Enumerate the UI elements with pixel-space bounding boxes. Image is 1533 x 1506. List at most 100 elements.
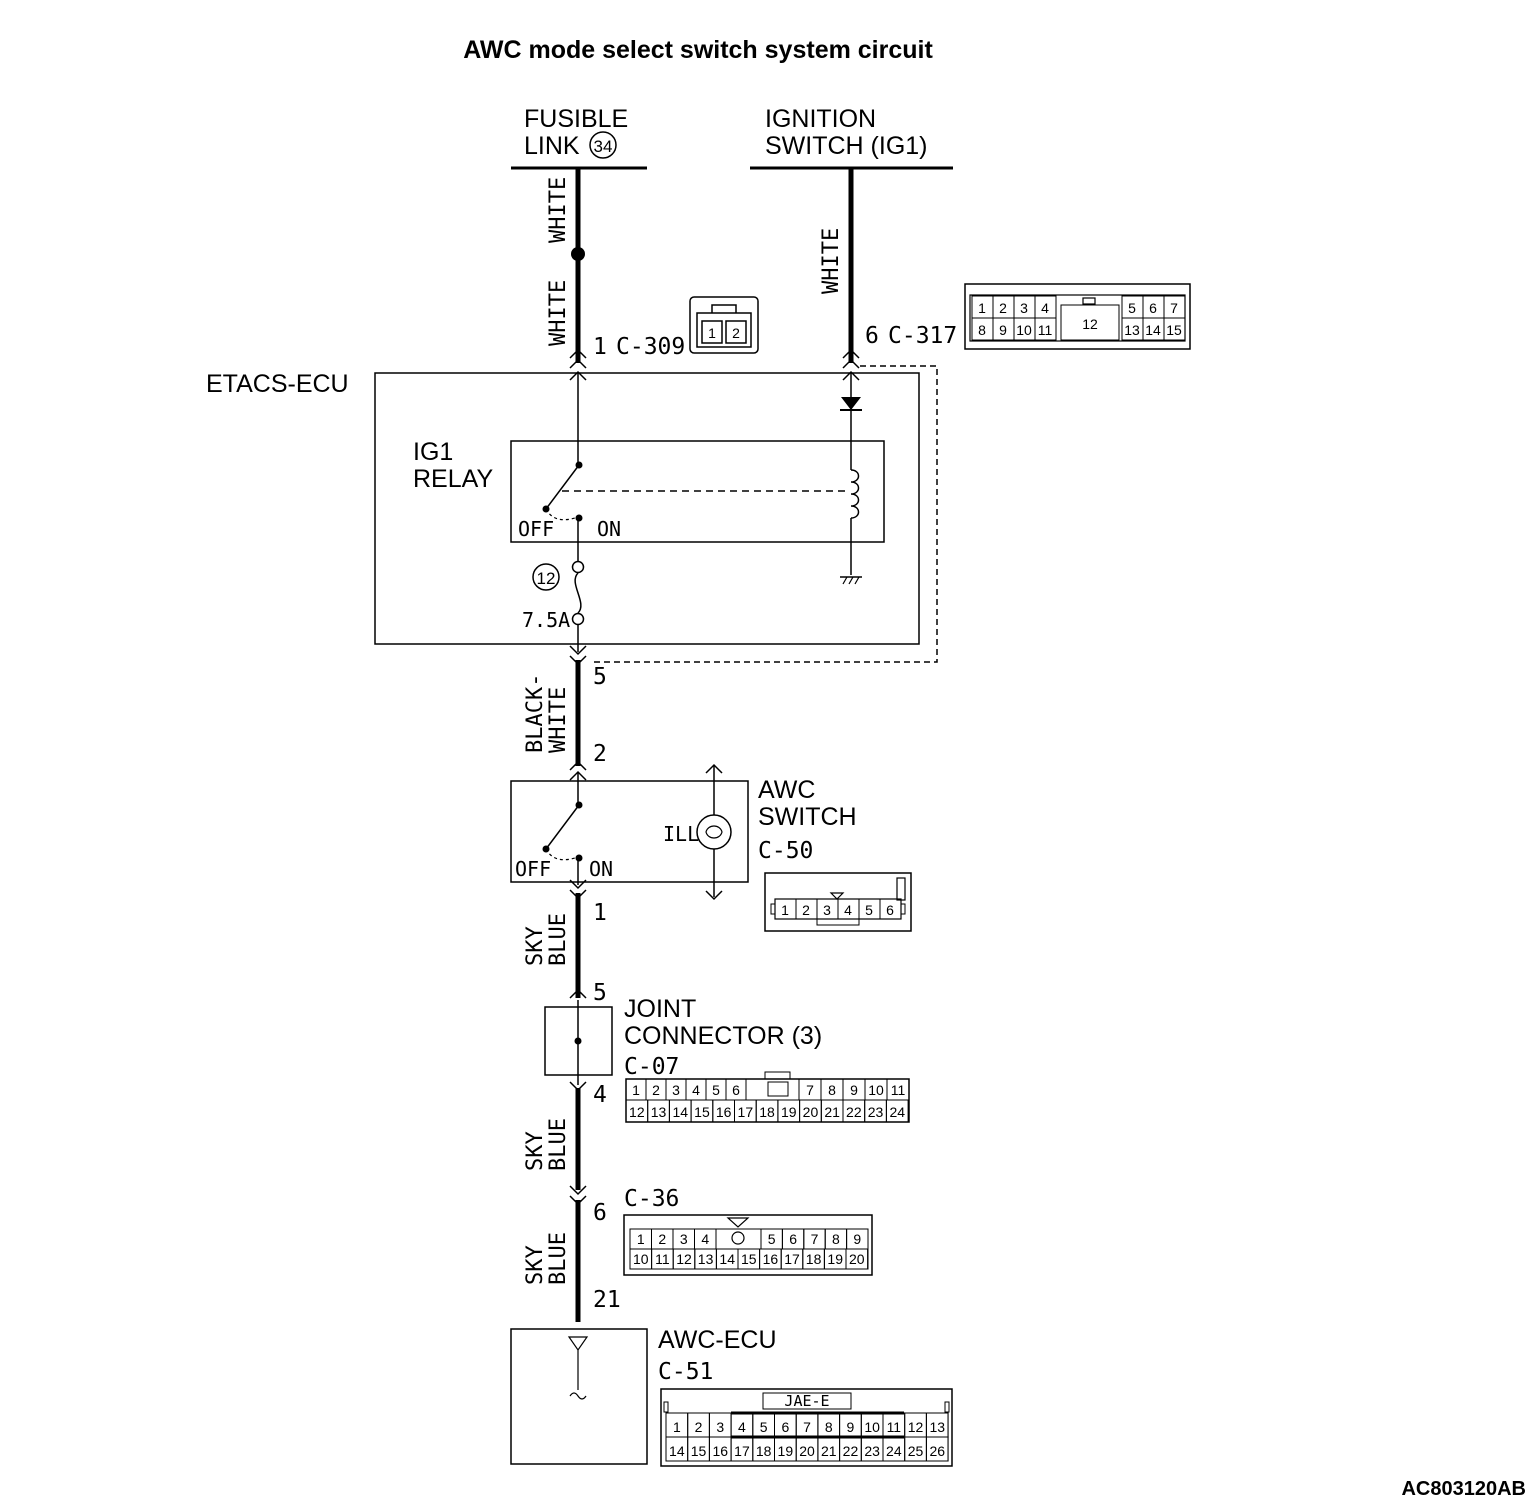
fusible-link-number-circle — [589, 131, 617, 159]
c51-pin-17: 17 — [734, 1443, 750, 1459]
c51-pin-13: 13 — [929, 1419, 945, 1435]
ig1-relay-contact — [545, 464, 580, 510]
c51-pin-12: 12 — [908, 1419, 924, 1435]
c07-pin-8: 8 — [828, 1082, 836, 1098]
wire-color-joint-c36-line2: BLUE — [546, 1118, 571, 1171]
c50-pin-5: 5 — [865, 902, 873, 918]
c51-pin-25: 25 — [908, 1443, 924, 1459]
terminal-joint-out: 4 — [593, 1082, 607, 1108]
c36-cell — [845, 1248, 869, 1270]
fusible-link-source: FUSIBLE LINK 34 — [511, 105, 647, 170]
c51-pin-21: 21 — [821, 1443, 837, 1459]
c36-pin-9: 9 — [853, 1231, 861, 1247]
terminal-switch-in: 2 — [593, 741, 607, 767]
connector-face-c317: 1 2 3 4 8 9 10 11 12 5 6 7 13 14 15 — [964, 283, 1191, 350]
awc-switch-contact — [545, 804, 580, 850]
splice-point — [571, 247, 585, 261]
c07-pin-23: 23 — [868, 1104, 884, 1120]
c07-pin-20: 20 — [803, 1104, 819, 1120]
c50-pin-4: 4 — [844, 902, 852, 918]
c51-pin-2: 2 — [695, 1419, 703, 1435]
c317-pin-12: 12 — [1082, 316, 1098, 332]
c317-pin-13: 13 — [1124, 322, 1140, 338]
awc-switch-conn-label: C-50 — [758, 838, 813, 864]
c51-pin-14: 14 — [669, 1443, 685, 1459]
c07-pin-22: 22 — [846, 1104, 862, 1120]
c317-pin-9: 9 — [999, 322, 1007, 338]
connector-face-c50: 1 2 3 4 5 6 — [764, 872, 912, 932]
c51-pin-9: 9 — [847, 1419, 855, 1435]
c317-pin-11: 11 — [1038, 322, 1053, 338]
wire-color-fl-upper: WHITE — [546, 177, 571, 243]
c317-pin-10: 10 — [1016, 322, 1032, 338]
c07-pin-10: 10 — [868, 1082, 884, 1098]
relay-coil-icon — [850, 469, 860, 519]
c317-pin-3: 3 — [1020, 300, 1028, 316]
illumination-label: ILL — [663, 822, 699, 846]
c51-pin-20: 20 — [799, 1443, 815, 1459]
c317-pin-7: 7 — [1170, 300, 1178, 316]
c07-pin-19: 19 — [781, 1104, 797, 1120]
terminal-etacs-out: 5 — [593, 664, 607, 690]
awc-switch-label-line1: AWC — [758, 776, 815, 804]
fusible-link-label-line1: FUSIBLE — [524, 105, 628, 133]
c36-pin-17: 17 — [784, 1251, 800, 1267]
c51-pin-24: 24 — [886, 1443, 902, 1459]
c36-pin-11: 11 — [655, 1251, 670, 1267]
c317-pin-8: 8 — [978, 322, 986, 338]
wire-color-c36-awcecu-line2: BLUE — [546, 1232, 571, 1285]
c51-pin-1: 1 — [673, 1419, 681, 1435]
c36-pin-7: 7 — [811, 1231, 819, 1247]
figure-code: AC803120AB — [1401, 1478, 1526, 1500]
terminal-etacs-ig-conn: C-317 — [888, 323, 957, 349]
wire-color-fl-lower: WHITE — [546, 280, 571, 346]
c07-cell — [885, 1099, 909, 1123]
wire-color-c36-awcecu-line1: SKY — [523, 1245, 548, 1285]
joint-connector-label-line1: JOINT — [624, 995, 696, 1023]
c07-pin-13: 13 — [651, 1104, 667, 1120]
c07-pin-24: 24 — [889, 1104, 905, 1120]
c51-header: JAE-E — [784, 1392, 829, 1410]
joint-connector-label-line2: CONNECTOR (3) — [624, 1022, 822, 1050]
c51-pin-5: 5 — [760, 1419, 768, 1435]
c07-pin-7: 7 — [806, 1082, 814, 1098]
c51-pin-10: 10 — [864, 1419, 880, 1435]
terminal-awcecu: 21 — [593, 1287, 621, 1313]
c07-pin-4: 4 — [692, 1082, 700, 1098]
c51-pin-11: 11 — [887, 1419, 902, 1435]
awc-switch-label-line2: SWITCH — [758, 803, 857, 831]
wire-color-joint-c36-line1: SKY — [523, 1131, 548, 1171]
illumination-lamp-icon — [696, 814, 732, 850]
c309-pin-1: 1 — [708, 325, 716, 341]
fuse-icon — [574, 572, 582, 614]
c36-pin-13: 13 — [698, 1251, 714, 1267]
c51-pin-15: 15 — [691, 1443, 707, 1459]
c07-pin-5: 5 — [712, 1082, 720, 1098]
diagram-title: AWC mode select switch system circuit — [463, 36, 933, 64]
c36-pin-4: 4 — [701, 1231, 709, 1247]
ig1-relay-on-label: ON — [597, 517, 621, 541]
c07-pin-16: 16 — [716, 1104, 732, 1120]
c36-pin-12: 12 — [676, 1251, 692, 1267]
wire-color-etacs-switch-line2: WHITE — [546, 687, 571, 753]
fusible-link-number: 34 — [594, 137, 613, 156]
terminal-etacs-ig: 6 — [865, 323, 879, 349]
shield-dashed-line — [592, 365, 938, 663]
c36-pin-3: 3 — [680, 1231, 688, 1247]
c51-pin-6: 6 — [781, 1419, 789, 1435]
diode-icon — [841, 397, 861, 410]
c36-pin-1: 1 — [637, 1231, 645, 1247]
c36-pin-6: 6 — [789, 1231, 797, 1247]
awc-switch-on-label: ON — [589, 857, 613, 881]
c309-pin-2: 2 — [732, 325, 740, 341]
c51-pin-26: 26 — [929, 1443, 945, 1459]
c317-pin-14: 14 — [1145, 322, 1161, 338]
c51-pin-4: 4 — [738, 1419, 746, 1435]
c36-pin-19: 19 — [827, 1251, 843, 1267]
c317-pin-4: 4 — [1041, 300, 1049, 316]
wire-color-switch-joint-line1: SKY — [523, 926, 548, 966]
c07-pin-11: 11 — [891, 1082, 906, 1098]
c07-pin-1: 1 — [632, 1082, 640, 1098]
